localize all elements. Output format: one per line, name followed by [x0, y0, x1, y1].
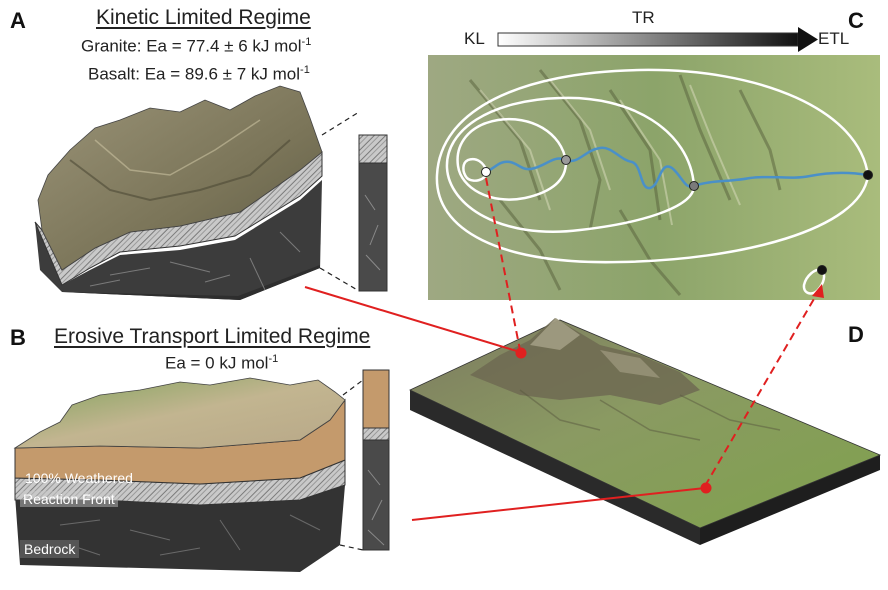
panel-c-contours [435, 68, 870, 295]
panel-b-bedrock [15, 485, 345, 572]
panel-b-column [339, 369, 390, 551]
panel-c-point-tr-1 [561, 155, 571, 165]
panel-b-ea-line: Ea = 0 kJ mol-1 [165, 353, 279, 373]
panel-a-granite-line: Granite: Ea = 77.4 ± 6 kJ mol-1 [81, 36, 312, 56]
panel-a-column [319, 111, 388, 292]
connectors [304, 177, 824, 521]
marker-d-etl [700, 482, 712, 494]
panel-d-letter: D [848, 322, 864, 347]
panel-c-letter: C [848, 8, 864, 33]
panel-c-scale-tr: TR [632, 8, 655, 27]
panel-b-weathered-label: 100% Weathered [25, 470, 133, 486]
panel-c-scale-arrow [497, 27, 818, 52]
connector-b-to-d [411, 487, 706, 521]
panel-a-bedrock [35, 180, 322, 300]
panel-b-title: Erosive Transport Limited Regime [54, 325, 371, 348]
panel-b-bedrock-label: Bedrock [20, 540, 80, 558]
panel-b-block [13, 377, 346, 572]
panel-b-terrain [13, 377, 346, 449]
marker-d-kl [515, 347, 527, 359]
panel-a-letter: A [10, 8, 26, 33]
connector-c-kl-to-d [485, 177, 521, 351]
panel-c-river [485, 146, 869, 190]
connector-c-etl-to-d [704, 291, 819, 487]
panel-b-letter: B [10, 325, 26, 350]
panel-a-basalt-line: Basalt: Ea = 89.6 ± 7 kJ mol-1 [88, 64, 310, 84]
panel-a-terrain [37, 85, 323, 271]
panel-c-map [428, 55, 880, 300]
panel-c-point-kl [481, 167, 491, 177]
panel-c-point-hill [817, 265, 827, 275]
connector-a-to-d [304, 286, 521, 353]
panel-c-point-tr-2 [689, 181, 699, 191]
panel-c-scale-etl: ETL [818, 29, 850, 48]
panel-d-block [409, 318, 882, 545]
panel-c-point-etl [863, 170, 873, 180]
panel-c-scale-kl: KL [464, 29, 485, 48]
panel-a-block [34, 85, 323, 300]
panel-b-front-label: Reaction Front [20, 491, 118, 507]
panel-a-title: Kinetic Limited Regime [96, 6, 311, 29]
